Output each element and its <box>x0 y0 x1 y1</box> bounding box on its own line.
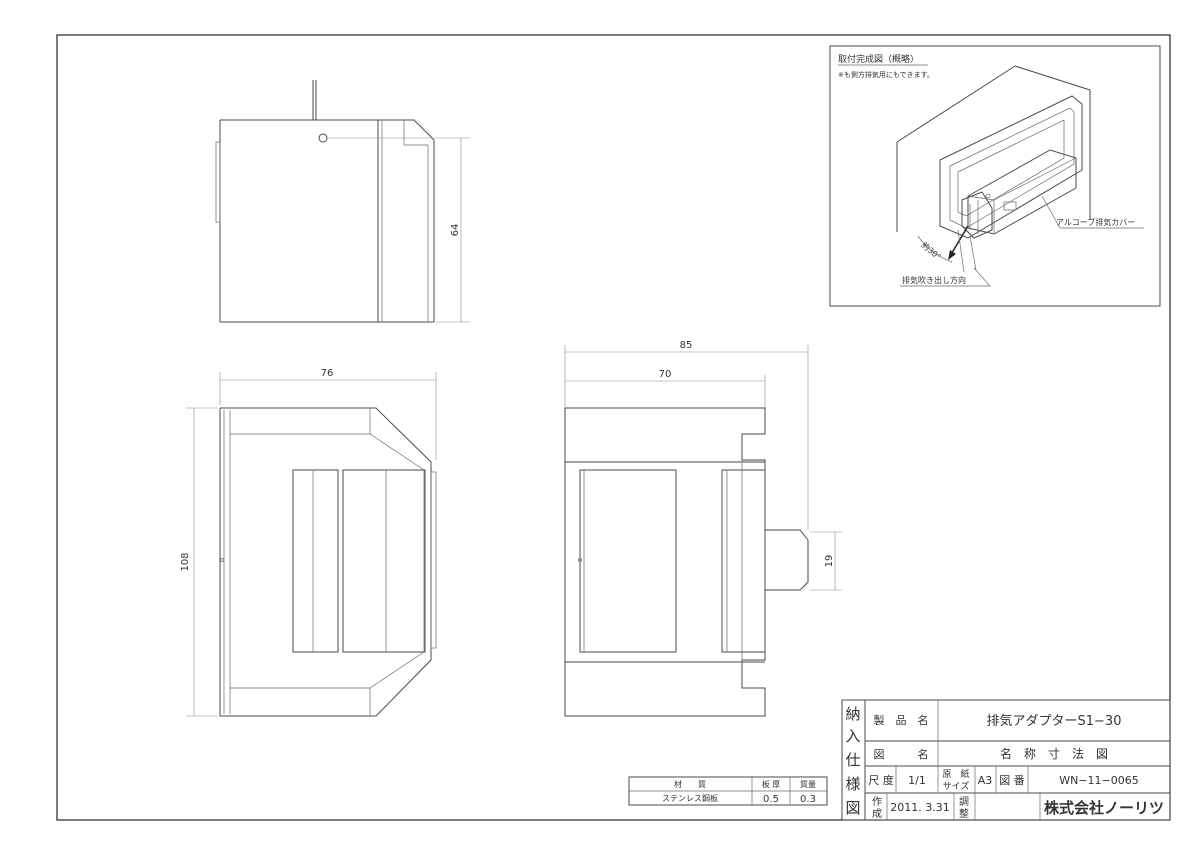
side-view: 64 <box>215 80 470 323</box>
front-height-dim: 108 <box>180 552 191 571</box>
top-body-dim: 70 <box>659 369 672 380</box>
inset-angle: 約30° <box>920 240 943 262</box>
paper-label-1: 原 紙 <box>942 768 969 780</box>
top-outlet-dim: 19 <box>824 555 835 568</box>
inset-exhaust-label: 排気吹き出し方向 <box>902 275 966 285</box>
thickness-header: 板 厚 <box>762 779 781 789</box>
top-view: 85 70 19 <box>564 340 842 717</box>
scale-label: 尺 度 <box>868 773 894 787</box>
material-header: 材 質 <box>674 779 706 789</box>
created-label-1: 作 <box>872 796 882 808</box>
scale-value: 1/1 <box>908 774 926 787</box>
check-label-2: 整 <box>959 807 969 820</box>
created-label-2: 成 <box>872 808 882 820</box>
drawing-name: 名 称 寸 法 図 <box>1000 746 1108 761</box>
drawing-no: WN−11−0065 <box>1059 774 1139 787</box>
material-value: ステンレス鋼板 <box>662 793 718 803</box>
product-name-label: 製 品 名 <box>874 713 929 727</box>
paper-label-2: サイズ <box>943 780 970 792</box>
side-char-1: 納 <box>845 705 860 723</box>
mass-header: 質量 <box>800 779 816 789</box>
drawing-no-label: 図 番 <box>999 774 1025 787</box>
side-height-dim: 64 <box>450 224 461 237</box>
side-char-2: 入 <box>845 727 860 745</box>
created-date: 2011. 3.31 <box>890 801 949 814</box>
inset-cover-label: アルコーブ排気カバー <box>1056 217 1135 227</box>
drawing-name-label: 図 名 <box>874 747 929 761</box>
side-char-5: 図 <box>845 799 860 817</box>
installation-inset: 取付完成図（概略） ※も側方排気用にもできます。 約30° アルコーブ排気カバー… <box>829 45 1161 307</box>
inset-title: 取付完成図（概略） <box>838 53 919 65</box>
paper-size: A3 <box>978 774 993 787</box>
side-char-3: 仕 <box>845 751 860 769</box>
front-view: 76 108 <box>180 368 437 717</box>
thickness-value: 0.5 <box>763 794 779 805</box>
product-name: 排気アダプターS1−30 <box>987 713 1122 729</box>
top-overall-dim: 85 <box>680 340 693 351</box>
title-block: 納 入 仕 様 図 製 品 名 排気アダプターS1−30 図 名 名 称 寸 法… <box>841 699 1171 821</box>
check-label-1: 調 <box>959 795 969 808</box>
side-char-4: 様 <box>845 775 860 793</box>
company-logo: 株式会社ノーリツ <box>1044 799 1164 817</box>
material-table: 材 質 板 厚 質量 ステンレス鋼板 0.5 0.3 <box>628 776 828 806</box>
inset-note: ※も側方排気用にもできます。 <box>838 70 934 79</box>
drawing-frame <box>56 34 1171 821</box>
front-width-dim: 76 <box>321 368 334 379</box>
mass-value: 0.3 <box>800 794 816 805</box>
